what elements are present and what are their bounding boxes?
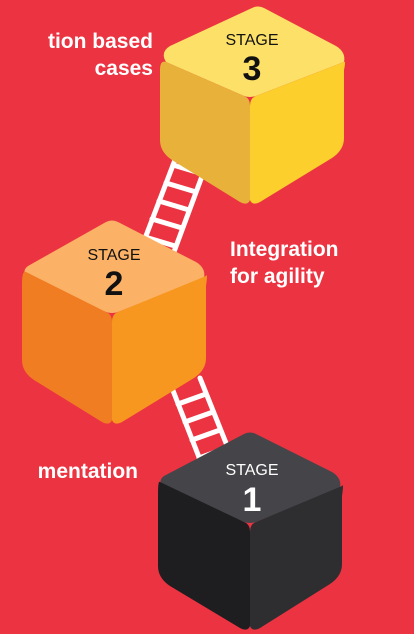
stage2-cube [22, 220, 207, 424]
stage1-number: 1 [243, 481, 262, 519]
stage2-caption: Integration for agility [230, 236, 339, 290]
stage3-number: 3 [243, 50, 262, 88]
stage3-label: STAGE [225, 32, 278, 49]
stage2-label: STAGE [87, 247, 140, 264]
stage3-caption-line: cases [94, 57, 153, 80]
stage3-cube [160, 6, 345, 204]
stage3-caption-line: tion based [47, 30, 153, 53]
stage1-cube [158, 432, 343, 630]
stage1-caption-line: mentation [37, 460, 138, 483]
stage2-caption-line: Integration [230, 238, 339, 261]
stage1-label: STAGE [225, 462, 278, 479]
stage3-caption: tion based cases [48, 28, 153, 82]
stage1-caption: mentation [38, 458, 138, 485]
stage2-caption-line: for agility [230, 265, 325, 288]
stage2-number: 2 [105, 265, 124, 303]
